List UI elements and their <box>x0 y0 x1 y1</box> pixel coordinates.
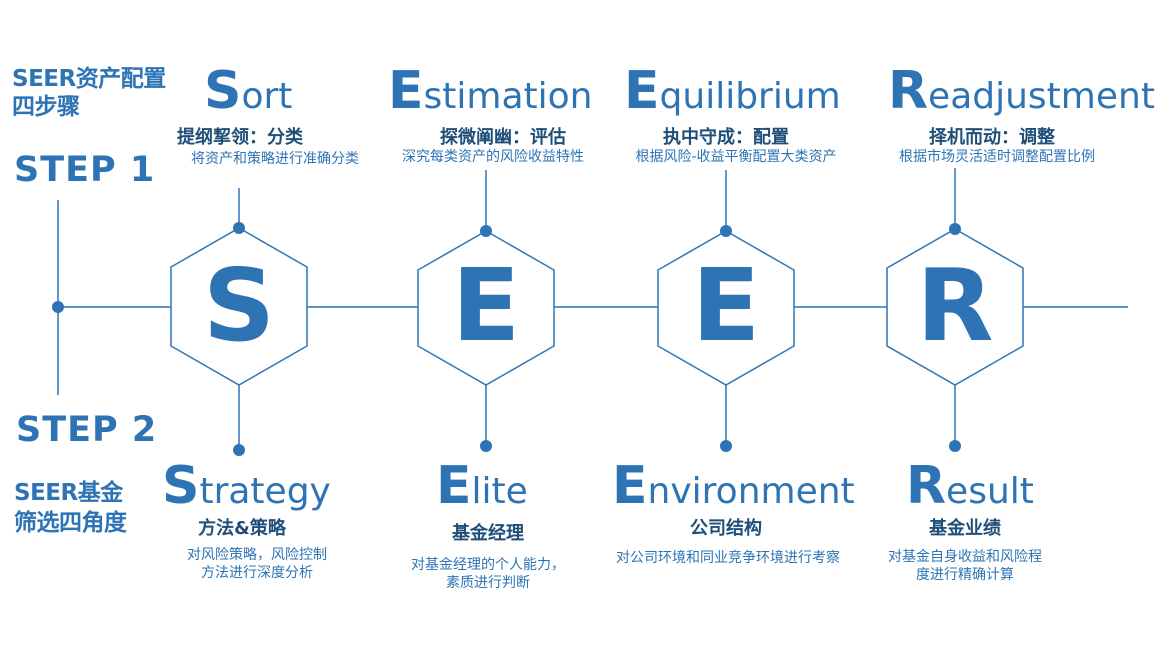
step1-label: STEP 1 <box>14 150 156 190</box>
top-sub-4: 择机而动：调整 <box>929 127 1055 148</box>
bottom-word-3-cap: E <box>612 456 648 516</box>
bottom-word-3: Environment <box>612 460 855 512</box>
bottom-desc-1-line1: 对风险策略，风险控制 <box>187 547 327 563</box>
top-desc-1: 将资产和策略进行准确分类 <box>191 151 359 167</box>
bottom-word-1-cap: S <box>162 456 200 516</box>
top-word-4-rest: eadjustment <box>928 76 1155 117</box>
bottom-word-4: Result <box>906 460 1034 512</box>
left-title: SEER资产配置 四步骤 <box>12 65 166 121</box>
hexagon-letter-3: E <box>691 247 761 364</box>
top-word-2-rest: stimation <box>423 76 593 117</box>
bottom-word-3-rest: nvironment <box>647 471 855 512</box>
top-sub-3: 执中守成：配置 <box>663 127 789 148</box>
dot-top-4 <box>949 223 961 235</box>
top-desc-3: 根据风险-收益平衡配置大类资产 <box>635 149 837 165</box>
top-word-1: Sort <box>204 65 292 117</box>
dot-bottom-4 <box>949 440 961 452</box>
top-word-4: Readjustment <box>888 65 1155 117</box>
bottom-word-4-rest: esult <box>946 471 1034 512</box>
bottom-desc-2-line2: 素质进行判断 <box>446 575 530 591</box>
bottom-sub-2: 基金经理 <box>452 523 524 544</box>
top-word-1-rest: ort <box>241 76 293 117</box>
dot-top-2 <box>480 225 492 237</box>
fund-title-line1: SEER基金 <box>14 480 123 506</box>
bottom-word-2-rest: lite <box>471 471 528 512</box>
dot-bottom-3 <box>720 440 732 452</box>
bottom-sub-3: 公司结构 <box>690 518 762 539</box>
hexagon-letter-2: E <box>451 247 521 364</box>
top-word-3: Equilibrium <box>624 65 841 117</box>
dot-top-3 <box>720 225 732 237</box>
top-word-3-rest: quilibrium <box>659 76 841 117</box>
bottom-desc-3-line1: 对公司环境和同业竞争环境进行考察 <box>616 550 840 566</box>
bottom-desc-4-line2: 度进行精确计算 <box>916 567 1014 583</box>
hexagon-letter-4: R <box>916 247 994 364</box>
bottom-desc-4: 对基金自身收益和风险程 度进行精确计算 <box>840 548 1090 584</box>
top-desc-2: 深究每类资产的风险收益特性 <box>402 149 584 165</box>
bottom-desc-2-line1: 对基金经理的个人能力， <box>411 557 565 573</box>
bottom-word-1-rest: trategy <box>199 471 331 512</box>
bottom-desc-3: 对公司环境和同业竞争环境进行考察 <box>588 549 868 567</box>
bottom-sub-4: 基金业绩 <box>929 518 1001 539</box>
bottom-word-2-cap: E <box>436 456 472 516</box>
dot-bottom-2 <box>480 440 492 452</box>
left-title-line2: 四步骤 <box>12 94 80 120</box>
fund-title-line2: 筛选四角度 <box>14 510 127 536</box>
dot-top-1 <box>233 222 245 234</box>
top-word-1-cap: S <box>204 61 242 121</box>
hexagon-letter-1: S <box>202 247 276 364</box>
top-sub-2: 探微阐幽：评估 <box>440 127 566 148</box>
bottom-sub-1: 方法&策略 <box>198 518 286 539</box>
bottom-word-4-cap: R <box>906 456 947 516</box>
top-desc-4: 根据市场灵活适时调整配置比例 <box>899 149 1095 165</box>
left-title-line1: SEER资产配置 <box>12 66 166 92</box>
bottom-desc-2: 对基金经理的个人能力， 素质进行判断 <box>363 556 613 592</box>
dot-bottom-1 <box>233 444 245 456</box>
top-word-2: Estimation <box>388 65 593 117</box>
top-word-4-cap: R <box>888 61 929 121</box>
top-word-3-cap: E <box>624 61 660 121</box>
top-sub-1: 提纲挈领：分类 <box>177 127 303 148</box>
left-junction-dot <box>52 301 64 313</box>
bottom-word-2: Elite <box>436 460 528 512</box>
step2-label: STEP 2 <box>16 410 158 450</box>
bottom-desc-4-line1: 对基金自身收益和风险程 <box>888 549 1042 565</box>
bottom-desc-1: 对风险策略，风险控制 方法进行深度分析 <box>132 546 382 582</box>
bottom-word-1: Strategy <box>162 460 331 512</box>
fund-title: SEER基金 筛选四角度 <box>14 478 127 538</box>
top-word-2-cap: E <box>388 61 424 121</box>
bottom-desc-1-line2: 方法进行深度分析 <box>201 565 313 581</box>
